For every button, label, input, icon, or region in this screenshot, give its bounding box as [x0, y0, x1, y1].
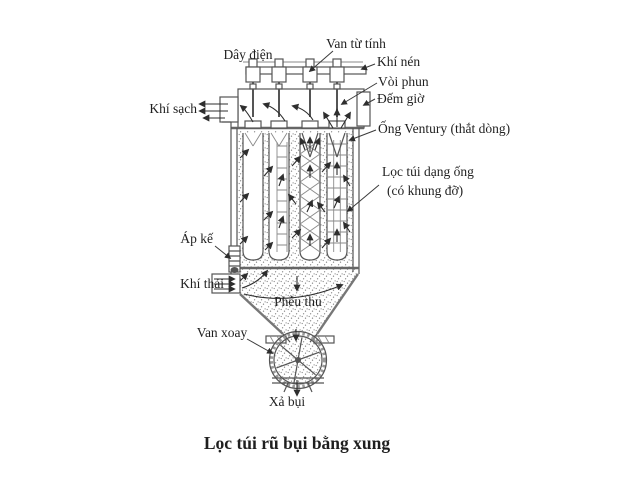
- leader-timer: [362, 98, 376, 106]
- label-hopper: Phễu thu: [274, 294, 322, 309]
- dirty-gas-inlet: [211, 273, 241, 294]
- label-clean-gas: Khí sạch: [149, 101, 197, 116]
- leader-compressed-air: [360, 63, 376, 71]
- rotor-spokes: [276, 337, 320, 383]
- discharge-spool: [283, 382, 313, 393]
- label-electric-wire: Dây điện: [223, 47, 272, 62]
- solenoid-valve-3: [302, 58, 318, 117]
- leader-filter-bag: [346, 184, 380, 213]
- gas-flow-arrows: [198, 100, 351, 397]
- manometer-u-tube: [228, 245, 241, 273]
- label-solenoid-valve: Van từ tính: [326, 36, 386, 51]
- figure-caption: Lọc túi rũ bụi bằng xung: [204, 433, 390, 453]
- leader-spray-nozzle: [340, 82, 378, 105]
- timer-box: [356, 91, 371, 127]
- label-filter-bag-line2: (có khung đỡ): [387, 183, 463, 198]
- label-rotary-valve: Van xoay: [197, 325, 248, 340]
- label-dust-discharge: Xả bụi: [269, 394, 306, 409]
- label-filter-bag-line1: Lọc túi dạng ống: [382, 164, 474, 179]
- leader-venturi: [348, 129, 377, 142]
- solenoid-valve-1: [245, 58, 261, 117]
- label-venturi: Ống Ventury (thắt dòng): [378, 121, 510, 136]
- label-compressed-air: Khí nén: [377, 54, 420, 69]
- leader-manometer: [214, 245, 232, 260]
- clean-gas-plenum: [219, 88, 371, 129]
- filter-bags: [242, 132, 348, 261]
- label-spray-nozzle: Vòi phun: [378, 74, 429, 89]
- label-timer: Đếm giờ: [377, 91, 425, 106]
- label-manometer: Áp kế: [180, 231, 214, 246]
- compressed-air-header: [243, 58, 367, 117]
- filter-bag-2: [268, 133, 290, 261]
- label-leader-lines: [214, 50, 380, 354]
- filter-bag-1: [242, 133, 264, 261]
- leader-rotary-valve: [246, 338, 274, 354]
- solenoid-valve-4: [329, 58, 345, 117]
- valve-bottom-flange: [272, 377, 324, 384]
- rotor-hub: [295, 357, 301, 363]
- label-dirty-gas: Khí thải: [180, 276, 224, 291]
- leader-solenoid-valve: [308, 50, 334, 73]
- valve-housing-rim: [269, 331, 327, 389]
- solenoid-valve-2: [271, 58, 287, 117]
